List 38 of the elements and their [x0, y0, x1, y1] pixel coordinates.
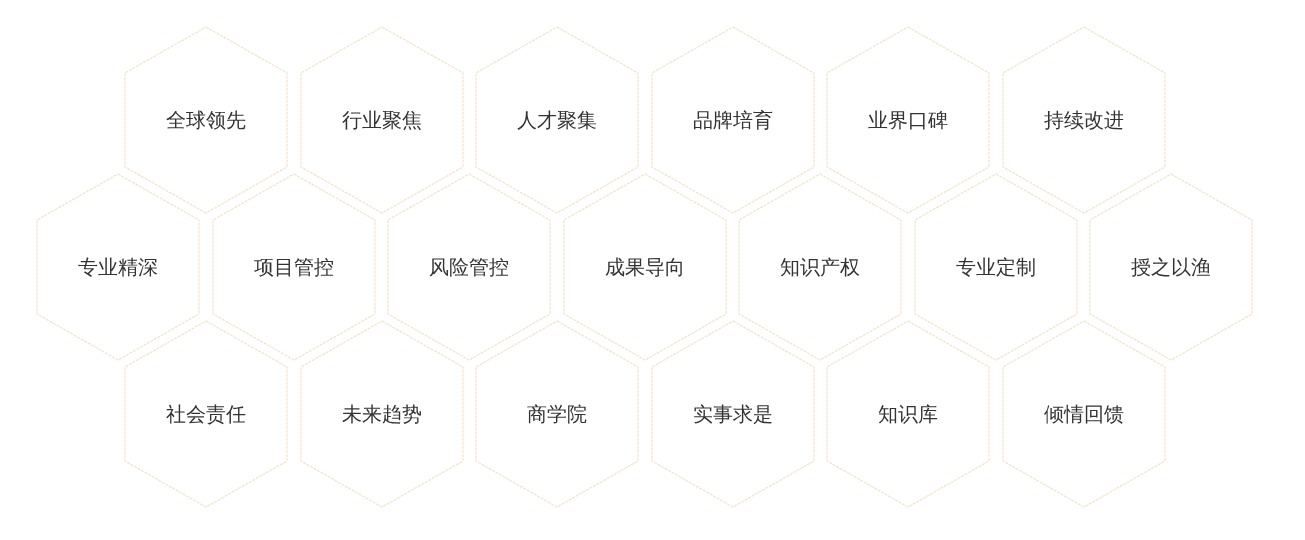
tile-label: 未来趋势	[341, 402, 422, 426]
tile-label: 全球领先	[166, 108, 246, 132]
tile-label: 商学院	[527, 402, 587, 426]
hexagon-tile	[475, 26, 639, 214]
hexagon-tile	[1089, 173, 1253, 361]
hexagon-tile	[913, 173, 1078, 361]
hexagon-tile	[299, 320, 464, 508]
hexagon-tile	[738, 173, 902, 361]
tile-label: 人才聚集	[517, 108, 597, 132]
tile-label: 业界口碑	[868, 108, 948, 132]
hexagon-tile	[562, 173, 727, 361]
tile-label: 知识库	[878, 402, 938, 426]
tile-label: 倾情回馈	[1043, 402, 1124, 426]
hexagon-tile	[387, 173, 551, 361]
hexagon-tile	[1001, 320, 1166, 508]
hexagon-tile	[299, 26, 464, 214]
hexagon-tile	[650, 26, 815, 214]
tile-label: 行业聚焦	[341, 108, 422, 132]
hexagon-tile	[36, 173, 200, 361]
tile-label: 实事求是	[692, 402, 773, 426]
tile-label: 风险管控	[429, 255, 509, 279]
hexagon-tile	[124, 320, 288, 508]
tile-label: 成果导向	[604, 255, 685, 279]
tile-label: 专业精深	[78, 255, 158, 279]
tile-label: 项目管控	[253, 255, 334, 279]
tile-label: 专业定制	[955, 255, 1036, 279]
hexagon-tile	[826, 320, 990, 508]
tile-label: 授之以渔	[1131, 255, 1211, 279]
hexagon-tile	[124, 26, 288, 214]
hexagon-tile	[1001, 26, 1166, 214]
hexagon-tile	[475, 320, 639, 508]
hexagon-tile	[650, 320, 815, 508]
tile-label: 知识产权	[780, 255, 860, 279]
hexagon-tile	[211, 173, 376, 361]
tile-label: 品牌培育	[692, 108, 773, 132]
tile-label: 社会责任	[166, 402, 246, 426]
hexagon-tile	[826, 26, 990, 214]
tile-label: 持续改进	[1043, 108, 1124, 132]
